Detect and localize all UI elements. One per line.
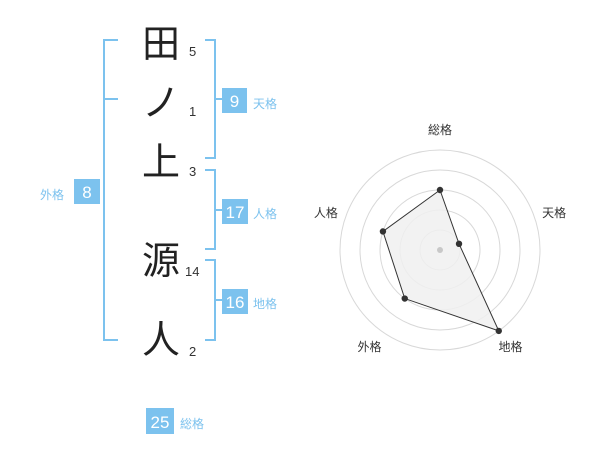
tenkaku-label: 天格: [253, 96, 277, 111]
stroke-count-2: 1: [189, 104, 196, 119]
name-characters: 田 ノ 上 源 人: [142, 22, 180, 362]
gaikaku-value: 8: [82, 183, 91, 202]
soukaku-label: 総格: [180, 416, 204, 431]
chikaku-label: 地格: [253, 296, 277, 311]
radar-axis-label-1: 総格: [428, 122, 452, 137]
name-char-1: 田: [142, 22, 180, 66]
stroke-count-5: 2: [189, 344, 196, 359]
name-char-3: 上: [142, 140, 180, 184]
radar-axis-label-2: 天格: [542, 205, 566, 220]
chikaku-value: 16: [226, 293, 245, 312]
soukaku-value: 25: [151, 413, 170, 432]
soukaku-group: 25 総格: [146, 408, 204, 434]
jinkaku-label: 人格: [253, 206, 277, 221]
chikaku-bracket: [205, 259, 216, 341]
brackets: [103, 39, 222, 341]
tenkaku-box: [222, 88, 247, 113]
stroke-count-1: 5: [189, 44, 196, 59]
radar-ring-4: [359, 169, 521, 331]
jinkaku-bracket: [205, 169, 216, 250]
radar-polygon: [382, 189, 500, 332]
radar-ring-5: [339, 149, 541, 351]
radar-axis-label-4: 外格: [357, 339, 381, 354]
radar-center-dot: [437, 247, 443, 253]
name-char-5: 人: [142, 318, 180, 362]
radar-point-2: [455, 240, 463, 248]
chikaku-box: [222, 289, 248, 314]
name-char-2: ノ: [142, 81, 180, 125]
gaikaku-label: 外格: [40, 187, 64, 202]
stroke-counts: 5 1 3 14 2: [185, 44, 199, 359]
gaikaku-box: [74, 179, 100, 204]
tenkaku-bracket: [205, 39, 216, 159]
soukaku-box: [146, 408, 174, 434]
radar-axis-label-5: 人格: [314, 205, 338, 220]
chikaku-group: 16 地格: [222, 289, 277, 314]
tenkaku-value: 9: [230, 92, 239, 111]
radar-point-5: [379, 228, 387, 235]
radar-point-4: [401, 295, 408, 302]
jinkaku-box: [222, 199, 248, 224]
name-char-4: 源: [142, 239, 180, 283]
gaikaku-bracket: [103, 39, 118, 341]
jinkaku-value: 17: [226, 203, 245, 222]
tenkaku-group: 9 天格: [222, 88, 277, 113]
radar-axis-label-3: 地格: [499, 339, 523, 354]
radar-point-3: [495, 327, 502, 335]
stroke-count-4: 14: [185, 264, 199, 279]
radar-points: [379, 186, 502, 335]
gaikaku-group: 外格 8: [40, 179, 100, 204]
radar-point-1: [436, 186, 444, 194]
stroke-count-3: 3: [189, 164, 196, 179]
jinkaku-group: 17 人格: [222, 199, 277, 224]
